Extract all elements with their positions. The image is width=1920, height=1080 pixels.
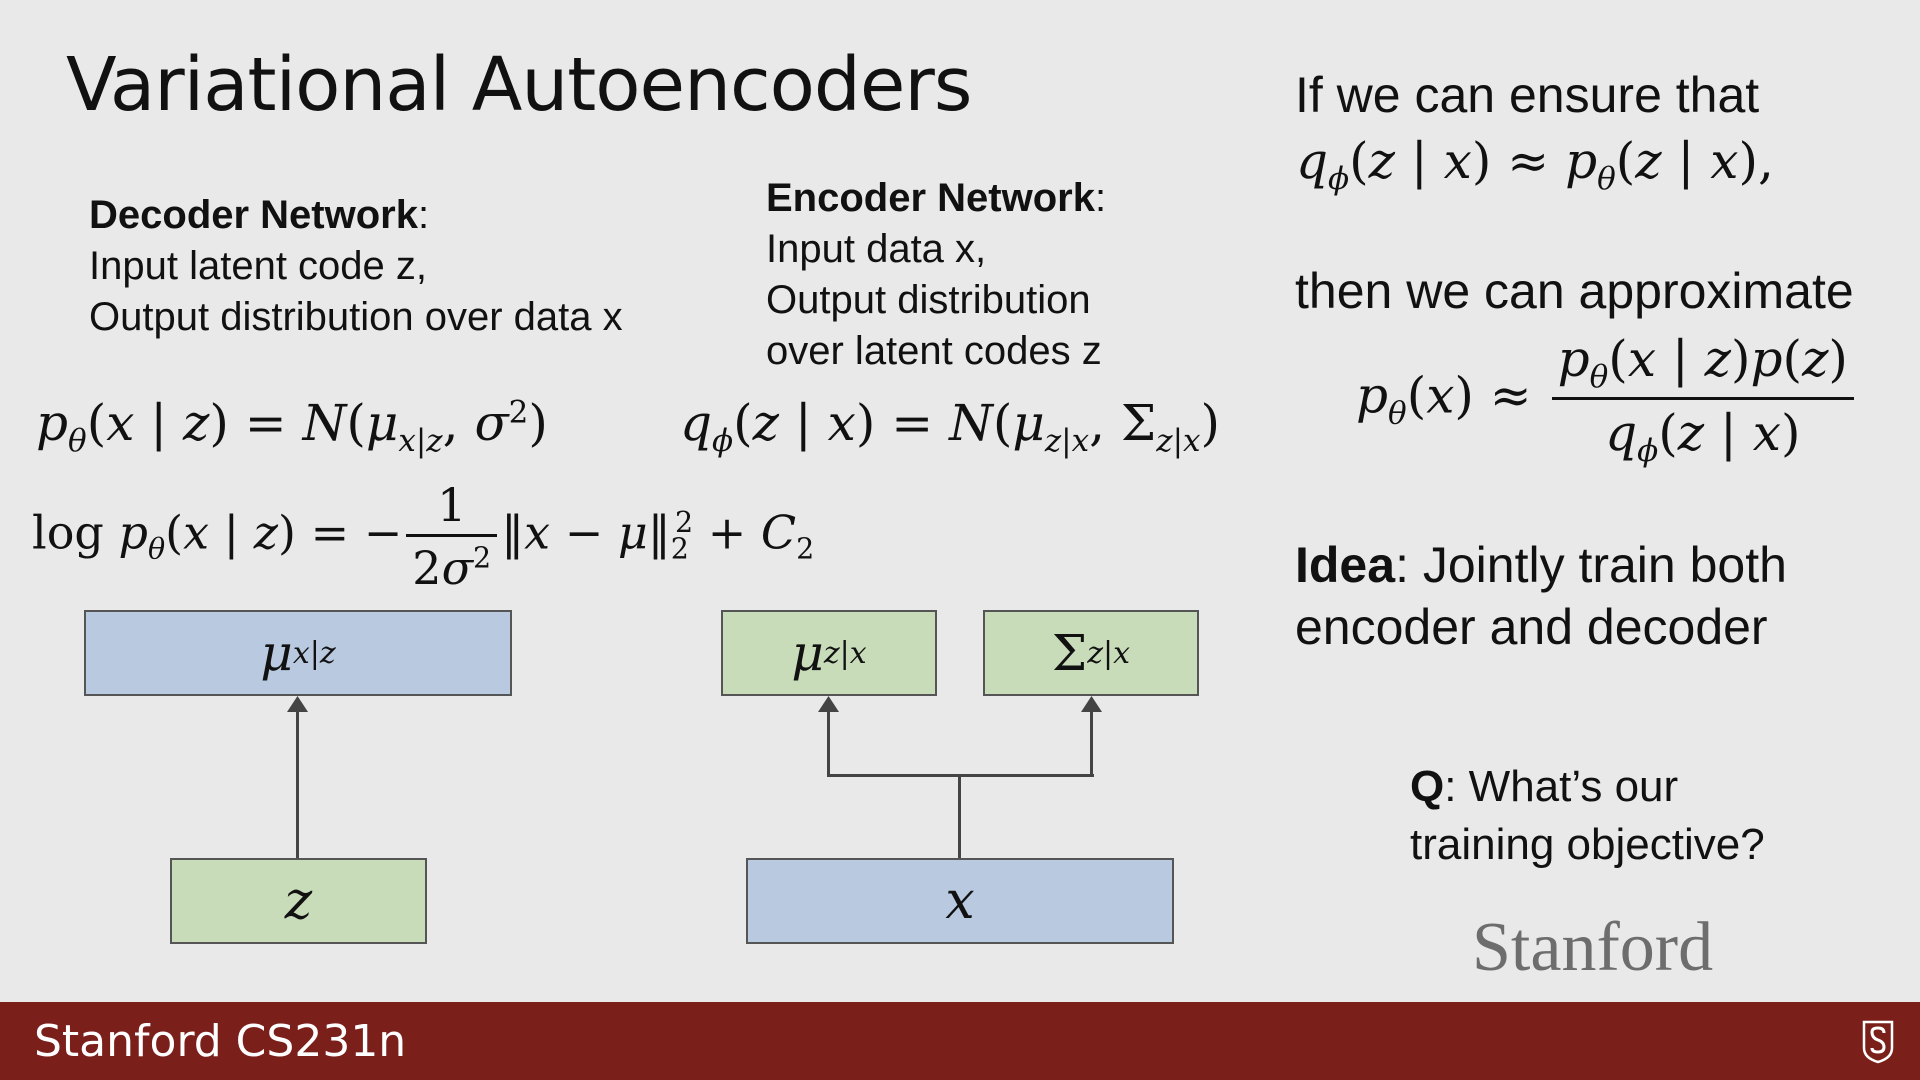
data-input-symbol: x bbox=[945, 871, 975, 931]
decoder-heading: Decoder Network bbox=[89, 193, 418, 237]
encoder-stem-line bbox=[958, 775, 961, 858]
latent-code-box: z bbox=[170, 858, 427, 944]
slide-title: Variational Autoencoders bbox=[66, 42, 972, 128]
data-input-box: x bbox=[746, 858, 1174, 944]
idea-text: Idea: Jointly train both encoder and dec… bbox=[1295, 534, 1787, 658]
decoder-arrowhead-icon bbox=[287, 696, 308, 712]
encoder-mean-arrowhead-icon bbox=[818, 696, 839, 712]
encoder-line-3: over latent codes z bbox=[766, 329, 1102, 373]
decoder-line-2: Output distribution over data x bbox=[89, 295, 623, 339]
encoder-heading: Encoder Network bbox=[766, 176, 1095, 220]
encoder-distribution-equation: qϕ(z | x) = N(μz|x, Σz|x) bbox=[680, 394, 1221, 459]
encoder-covariance-subscript: z|x bbox=[1087, 635, 1131, 671]
footer-bar bbox=[0, 1002, 1920, 1080]
encoder-mean-arrow-shaft bbox=[827, 702, 830, 776]
decoder-arrow-shaft bbox=[296, 702, 299, 858]
posterior-match-equation: qϕ(z | x) ≈ pθ(z | x), bbox=[1296, 132, 1774, 197]
idea-line-1: : Jointly train both bbox=[1395, 537, 1787, 593]
idea-line-2: encoder and decoder bbox=[1295, 599, 1768, 655]
decoder-line-1: Input latent code z, bbox=[89, 244, 428, 288]
encoder-description: Encoder Network: Input data x, Output di… bbox=[766, 173, 1106, 377]
latent-code-symbol: z bbox=[284, 871, 313, 931]
decoder-distribution-equation: pθ(x | z) = N(μx|z, σ2) bbox=[36, 394, 548, 459]
encoder-branch-line bbox=[827, 774, 1094, 777]
footer-course-label: Stanford CS231n bbox=[34, 1016, 407, 1067]
encoder-line-2: Output distribution bbox=[766, 278, 1091, 322]
question-line-2: training objective? bbox=[1410, 820, 1765, 869]
question-line-1: : What’s our bbox=[1444, 762, 1679, 811]
stanford-watermark-logo: Stanford bbox=[1472, 909, 1714, 986]
decoder-mean-subscript: x|z bbox=[292, 635, 336, 671]
encoder-mean-subscript: z|x bbox=[823, 635, 867, 671]
encoder-covariance-arrowhead-icon bbox=[1081, 696, 1102, 712]
decoder-description: Decoder Network: Input latent code z, Ou… bbox=[89, 190, 623, 343]
stanford-seal-icon bbox=[1862, 1020, 1894, 1064]
encoder-line-1: Input data x, bbox=[766, 227, 987, 271]
ensure-text: If we can ensure that bbox=[1295, 67, 1760, 123]
encoder-covariance-arrow-shaft bbox=[1090, 702, 1093, 776]
encoder-covariance-symbol: Σ bbox=[1051, 624, 1088, 682]
decoder-mean-symbol: μ bbox=[260, 624, 293, 682]
question-label: Q bbox=[1410, 762, 1445, 811]
question-text: Q: What’s our training objective? bbox=[1410, 758, 1765, 874]
approximate-text: then we can approximate bbox=[1295, 263, 1854, 319]
marginal-approximation-equation: pθ(x) ≈ pθ(x | z)p(z)qϕ(z | x) bbox=[1356, 330, 1858, 469]
encoder-mean-symbol: μ bbox=[791, 624, 824, 682]
idea-label: Idea bbox=[1295, 537, 1396, 593]
